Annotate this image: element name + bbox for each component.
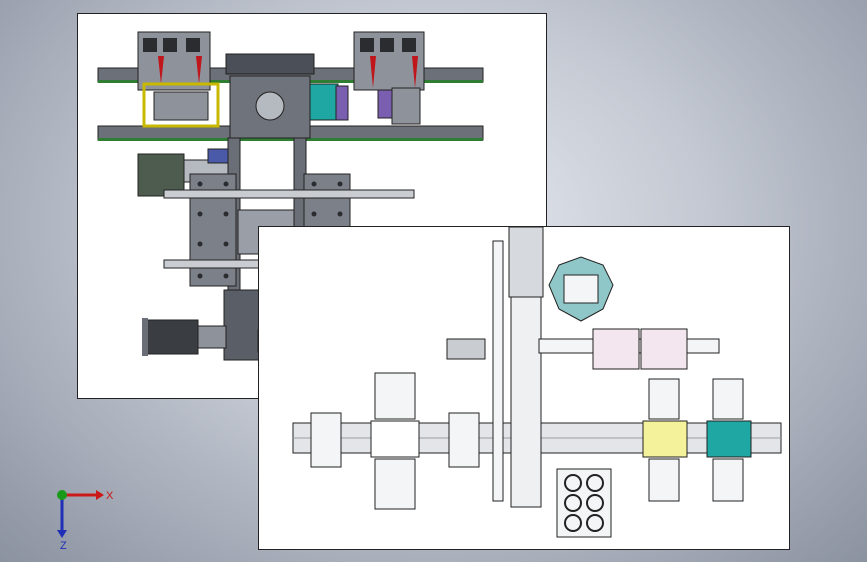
teal-circuit-board [309,83,339,121]
left-warning-marker-a [158,56,164,84]
purple-block-left [335,85,349,121]
assembly-view-top-sheet[interactable] [77,13,547,399]
x-axis-arrow [96,490,104,500]
left-warning-marker-b [196,56,202,84]
left-motor [137,153,185,197]
servo-motor [143,319,199,355]
axis-triad: X Z [57,490,114,550]
left-station-center [370,420,420,458]
purple-block-right [377,89,393,119]
z-axis-arrow [57,530,67,538]
right-warning-marker-b [412,56,418,88]
layout-view-bottom-sheet[interactable] [258,166,790,550]
teal-station [706,420,752,458]
pink-fixture-a [592,328,640,370]
gantry-carriage [508,226,544,298]
center-top-plate [225,53,315,75]
rotary-bore [255,91,285,121]
gantry-base-plate [492,240,504,502]
yellow-station [642,420,688,458]
side-motor [446,338,486,360]
y-axis-origin [57,490,67,500]
z-axis-label: Z [60,540,67,550]
yellow-fixture-frame [142,82,220,128]
layout-drawing-bottom [292,166,782,538]
lower-rail-green-stripe [98,138,483,141]
pink-fixture-b [640,328,688,370]
x-axis-label: X [106,490,114,502]
guide-rail-upper [163,189,415,199]
right-warning-marker-a [370,56,376,88]
